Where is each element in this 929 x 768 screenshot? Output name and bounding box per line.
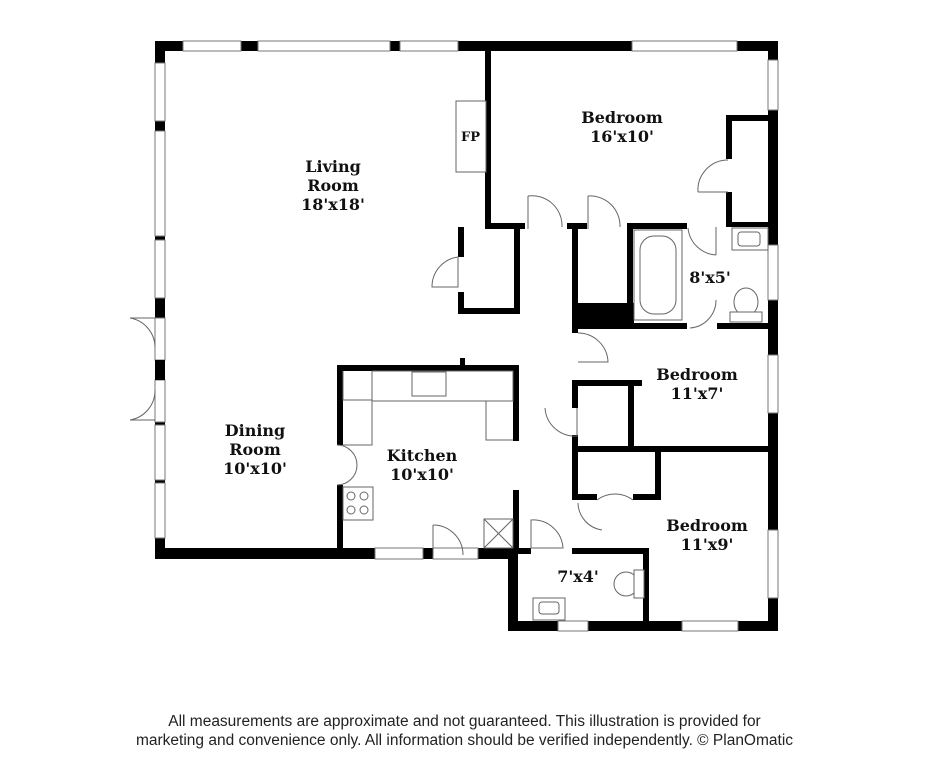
bath-fixtures — [532, 227, 769, 621]
interior-walls — [155, 51, 770, 628]
doors — [129, 159, 729, 556]
disclaimer-line-2: marketing and convenience only. All info… — [135, 732, 794, 749]
disclaimer-line-1: All measurements are approximate and not… — [168, 713, 761, 730]
disclaimer: All measurements are approximate and not… — [0, 712, 929, 750]
bathroom-8x5-label: 8'x5' — [689, 268, 731, 287]
fireplace: FP — [455, 100, 487, 173]
windows — [154, 40, 779, 632]
bathroom-7x4-label: 7'x4' — [557, 567, 599, 586]
floor-plan: FP — [129, 40, 779, 632]
fireplace-label: FP — [461, 130, 480, 145]
kitchen-fixtures — [342, 370, 514, 549]
